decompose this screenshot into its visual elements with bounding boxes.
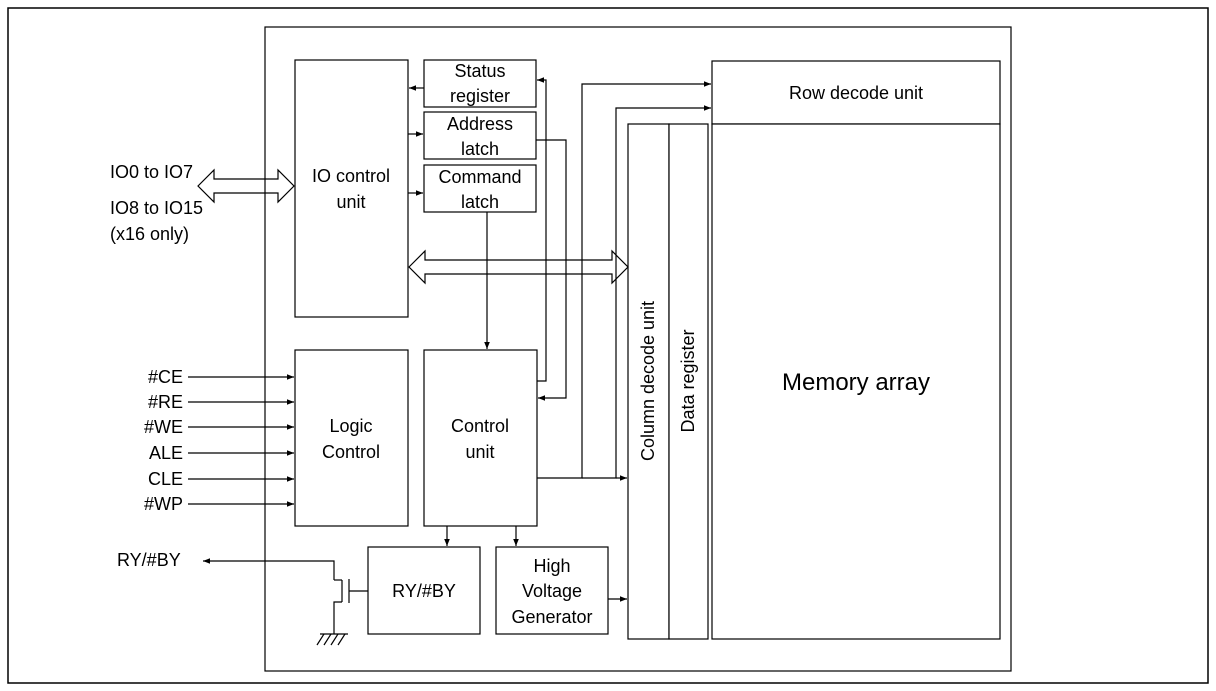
ry-by-output-arrow: [203, 558, 335, 580]
pin-label-ale: ALE: [149, 443, 183, 463]
pin-label-we: #WE: [144, 417, 183, 437]
control-unit-label-2: unit: [465, 442, 494, 462]
command-latch-block: [423, 164, 537, 213]
data-register-label: Data register: [678, 329, 698, 432]
pin-label-re: #RE: [148, 392, 183, 412]
row-decode-unit-label: Row decode unit: [789, 83, 923, 103]
io-control-unit-label-2: unit: [336, 192, 365, 212]
status-register-label-2: register: [450, 86, 510, 106]
io-bus-arrow: [197, 168, 295, 204]
ground-hatch-3: [330, 633, 339, 646]
outer-frame: [7, 7, 1209, 684]
command-latch-label-1: Command: [438, 167, 521, 187]
column-decode-unit-label: Column decode unit: [638, 301, 658, 461]
high-voltage-label-3: Generator: [511, 607, 592, 627]
pin-label-cle: CLE: [148, 469, 183, 489]
high-voltage-generator-block: [495, 546, 609, 635]
control-to-row-decode-line: [537, 81, 711, 479]
memory-array-label: Memory array: [782, 369, 930, 396]
ry-by-pin-label: RY/#BY: [117, 550, 181, 570]
row-decode-unit-block: [711, 60, 1001, 125]
high-voltage-label-1: High: [533, 556, 570, 576]
ground-hatch-4: [337, 633, 346, 646]
control-unit-block: [423, 349, 538, 527]
column-decode-unit-block: [627, 123, 670, 640]
address-latch-label-2: latch: [461, 139, 499, 159]
io-control-unit-block: [294, 59, 409, 318]
io-pin-label-high: IO8 to IO15: [110, 198, 203, 218]
internal-data-bus-arrow: [408, 249, 629, 285]
high-voltage-label-2: Voltage: [522, 581, 582, 601]
ry-by-block-label: RY/#BY: [392, 581, 456, 601]
io-pin-label-note: (x16 only): [110, 224, 189, 244]
logic-control-label-1: Logic: [329, 416, 372, 436]
command-latch-label-2: latch: [461, 192, 499, 212]
io-pin-label-low: IO0 to IO7: [110, 162, 193, 182]
control-unit-label-1: Control: [451, 416, 509, 436]
logic-control-block: [294, 349, 409, 527]
pin-label-ce: #CE: [148, 367, 183, 387]
control-to-row-decode-line-2: [582, 105, 711, 479]
address-latch-label-1: Address: [447, 114, 513, 134]
data-register-block: [668, 123, 709, 640]
logic-control-label-2: Control: [322, 442, 380, 462]
pin-label-wp: #WP: [144, 494, 183, 514]
status-register-block: [423, 59, 537, 108]
address-latch-block: [423, 111, 537, 160]
ry-by-block: [367, 546, 481, 635]
chip-boundary: [264, 26, 1012, 672]
ground-hatch-2: [323, 633, 332, 646]
memory-array-block: [711, 123, 1001, 640]
io-control-unit-label-1: IO control: [312, 166, 390, 186]
transistor-source: [333, 601, 342, 634]
address-to-control-arrow: [536, 139, 567, 401]
control-to-status-arrow: [537, 77, 547, 382]
status-register-label-1: Status: [454, 61, 505, 81]
ground-hatch-1: [316, 633, 325, 646]
